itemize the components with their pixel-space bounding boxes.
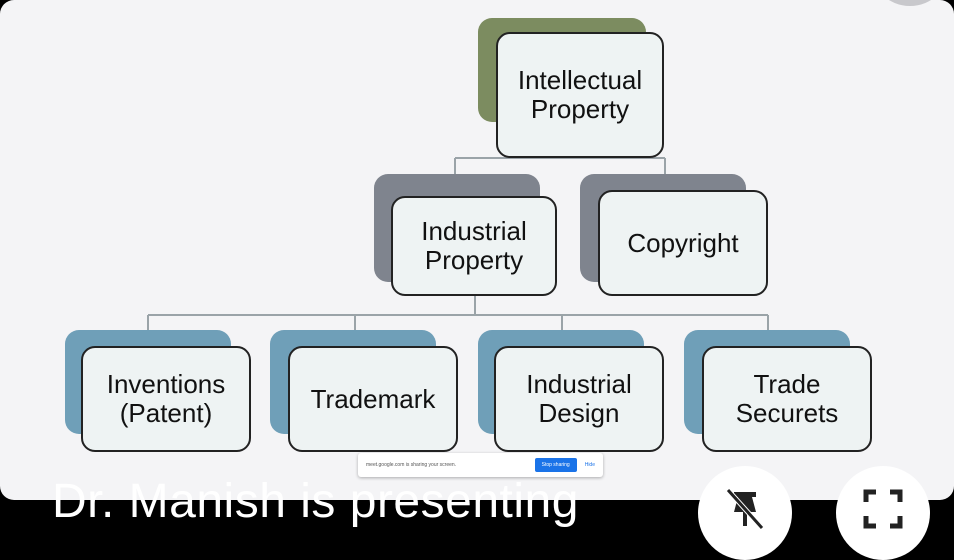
node-label: Industrial Property: [391, 196, 557, 296]
fullscreen-button[interactable]: [836, 466, 930, 560]
unpin-icon: [726, 488, 764, 530]
fullscreen-icon: [863, 489, 903, 529]
unpin-button[interactable]: [698, 466, 792, 560]
stop-sharing-button[interactable]: Stop sharing: [534, 458, 577, 472]
node-label: Trade Securets: [702, 346, 872, 452]
node-label: Inventions (Patent): [81, 346, 251, 452]
presentation-slide: Intellectual Property Industrial Propert…: [0, 0, 954, 500]
node-label: Industrial Design: [494, 346, 664, 452]
hide-link[interactable]: Hide: [584, 462, 595, 468]
screen-sharing-bar: meet.google.com is sharing your screen. …: [358, 453, 603, 477]
node-label: Intellectual Property: [496, 32, 664, 158]
node-label: Trademark: [288, 346, 458, 452]
sharing-notice: meet.google.com is sharing your screen.: [366, 462, 457, 468]
presenter-caption: Dr. Manish is presenting: [52, 475, 579, 528]
corner-avatar: [870, 0, 950, 6]
node-label: Copyright: [598, 190, 768, 296]
